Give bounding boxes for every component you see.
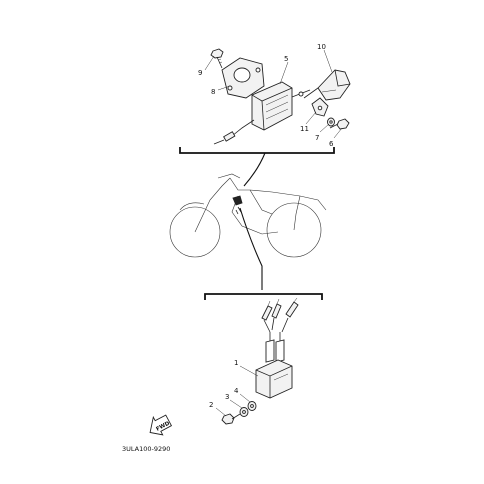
leader-9 xyxy=(204,55,215,71)
coil-lead-wire xyxy=(213,119,255,145)
leader-4 xyxy=(239,393,251,403)
callout-2: 2 xyxy=(209,401,213,409)
bolt-part-2 xyxy=(221,413,241,425)
callout-8: 8 xyxy=(211,88,215,96)
leader-11 xyxy=(305,111,317,125)
cdi-unit-assembly xyxy=(215,297,299,425)
coil-bracket-part-8 xyxy=(221,57,265,99)
washer-part-3 xyxy=(239,407,249,417)
callout-4: 4 xyxy=(234,387,239,395)
leader-3 xyxy=(229,399,243,409)
plug-cap-part-10 xyxy=(303,69,351,101)
top-location-leader xyxy=(243,152,266,187)
front-direction-arrow: FWD xyxy=(149,414,173,436)
leader-2 xyxy=(215,407,227,417)
callout-11: 11 xyxy=(300,125,309,133)
cdi-unit-part-1 xyxy=(255,359,293,399)
leader-5 xyxy=(279,61,289,85)
callout-7: 7 xyxy=(315,134,319,142)
bolt-part-9 xyxy=(210,48,224,69)
cdi-wire-connectors xyxy=(261,297,299,333)
rear-wheel xyxy=(266,202,322,258)
callout-1: 1 xyxy=(234,359,238,367)
callout-3: 3 xyxy=(225,393,229,401)
leader-6 xyxy=(333,127,343,139)
bottom-section-bracket xyxy=(204,293,323,300)
diagram-code: 3ULA100-9290 xyxy=(122,445,170,453)
callout-5: 5 xyxy=(284,55,288,63)
motorcycle-silhouette xyxy=(169,173,327,258)
bottom-location-leader xyxy=(239,207,263,290)
ignition-coil-part-5 xyxy=(251,81,311,131)
callout-6: 6 xyxy=(329,140,334,148)
leader-7 xyxy=(319,123,330,133)
ignition-coil-assembly xyxy=(204,48,351,145)
callout-10: 10 xyxy=(317,43,326,51)
bolt-part-6 xyxy=(329,118,350,130)
clamp-part-11 xyxy=(311,97,329,117)
washer-part-7 xyxy=(327,117,335,127)
leader-10 xyxy=(323,49,333,73)
callout-9: 9 xyxy=(198,69,202,77)
top-section-bracket xyxy=(179,147,335,154)
leader-1 xyxy=(239,365,259,377)
collar-part-4 xyxy=(247,401,257,411)
cdi-wire-harness xyxy=(265,332,285,363)
leader-8 xyxy=(217,85,231,91)
front-wheel xyxy=(169,206,221,258)
